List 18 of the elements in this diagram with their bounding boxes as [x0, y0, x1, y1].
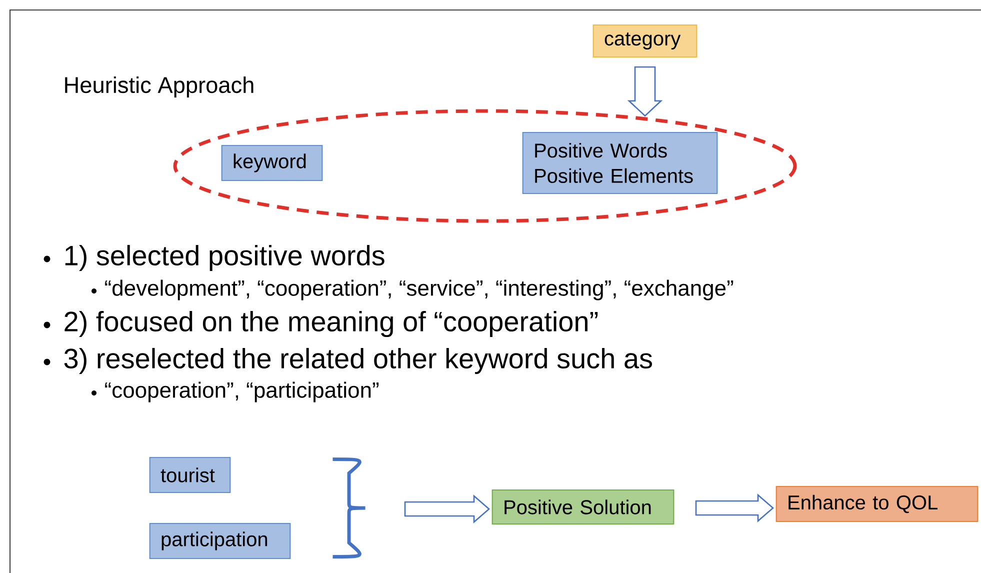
list-item: 2) focused on the meaning of “cooperation” [64, 310, 598, 338]
dashed-ellipse [173, 109, 797, 223]
process-box: category [592, 24, 698, 58]
heading: Heuristic Approach [65, 76, 254, 98]
process-box: participation [149, 522, 291, 560]
list-item: 1) selected positive words [65, 244, 384, 272]
process-box: Positive Solution [492, 489, 674, 525]
list-item: 3) reselected the related other keyword such as [64, 348, 652, 374]
block-arrow [695, 494, 774, 522]
list-item: “cooperation”, “participation” [105, 382, 379, 402]
block-arrow [404, 494, 490, 524]
process-box: Positive Words Positive Elements [522, 132, 718, 194]
process-box: Enhance to QOL [776, 486, 978, 522]
list-item: “development”, “cooperation”, “service”, “interesting”, “exchange” [105, 280, 734, 300]
block-arrow [627, 66, 663, 117]
process-box: keyword [221, 144, 323, 182]
curly-brace [332, 458, 367, 558]
process-box: tourist [149, 456, 231, 494]
